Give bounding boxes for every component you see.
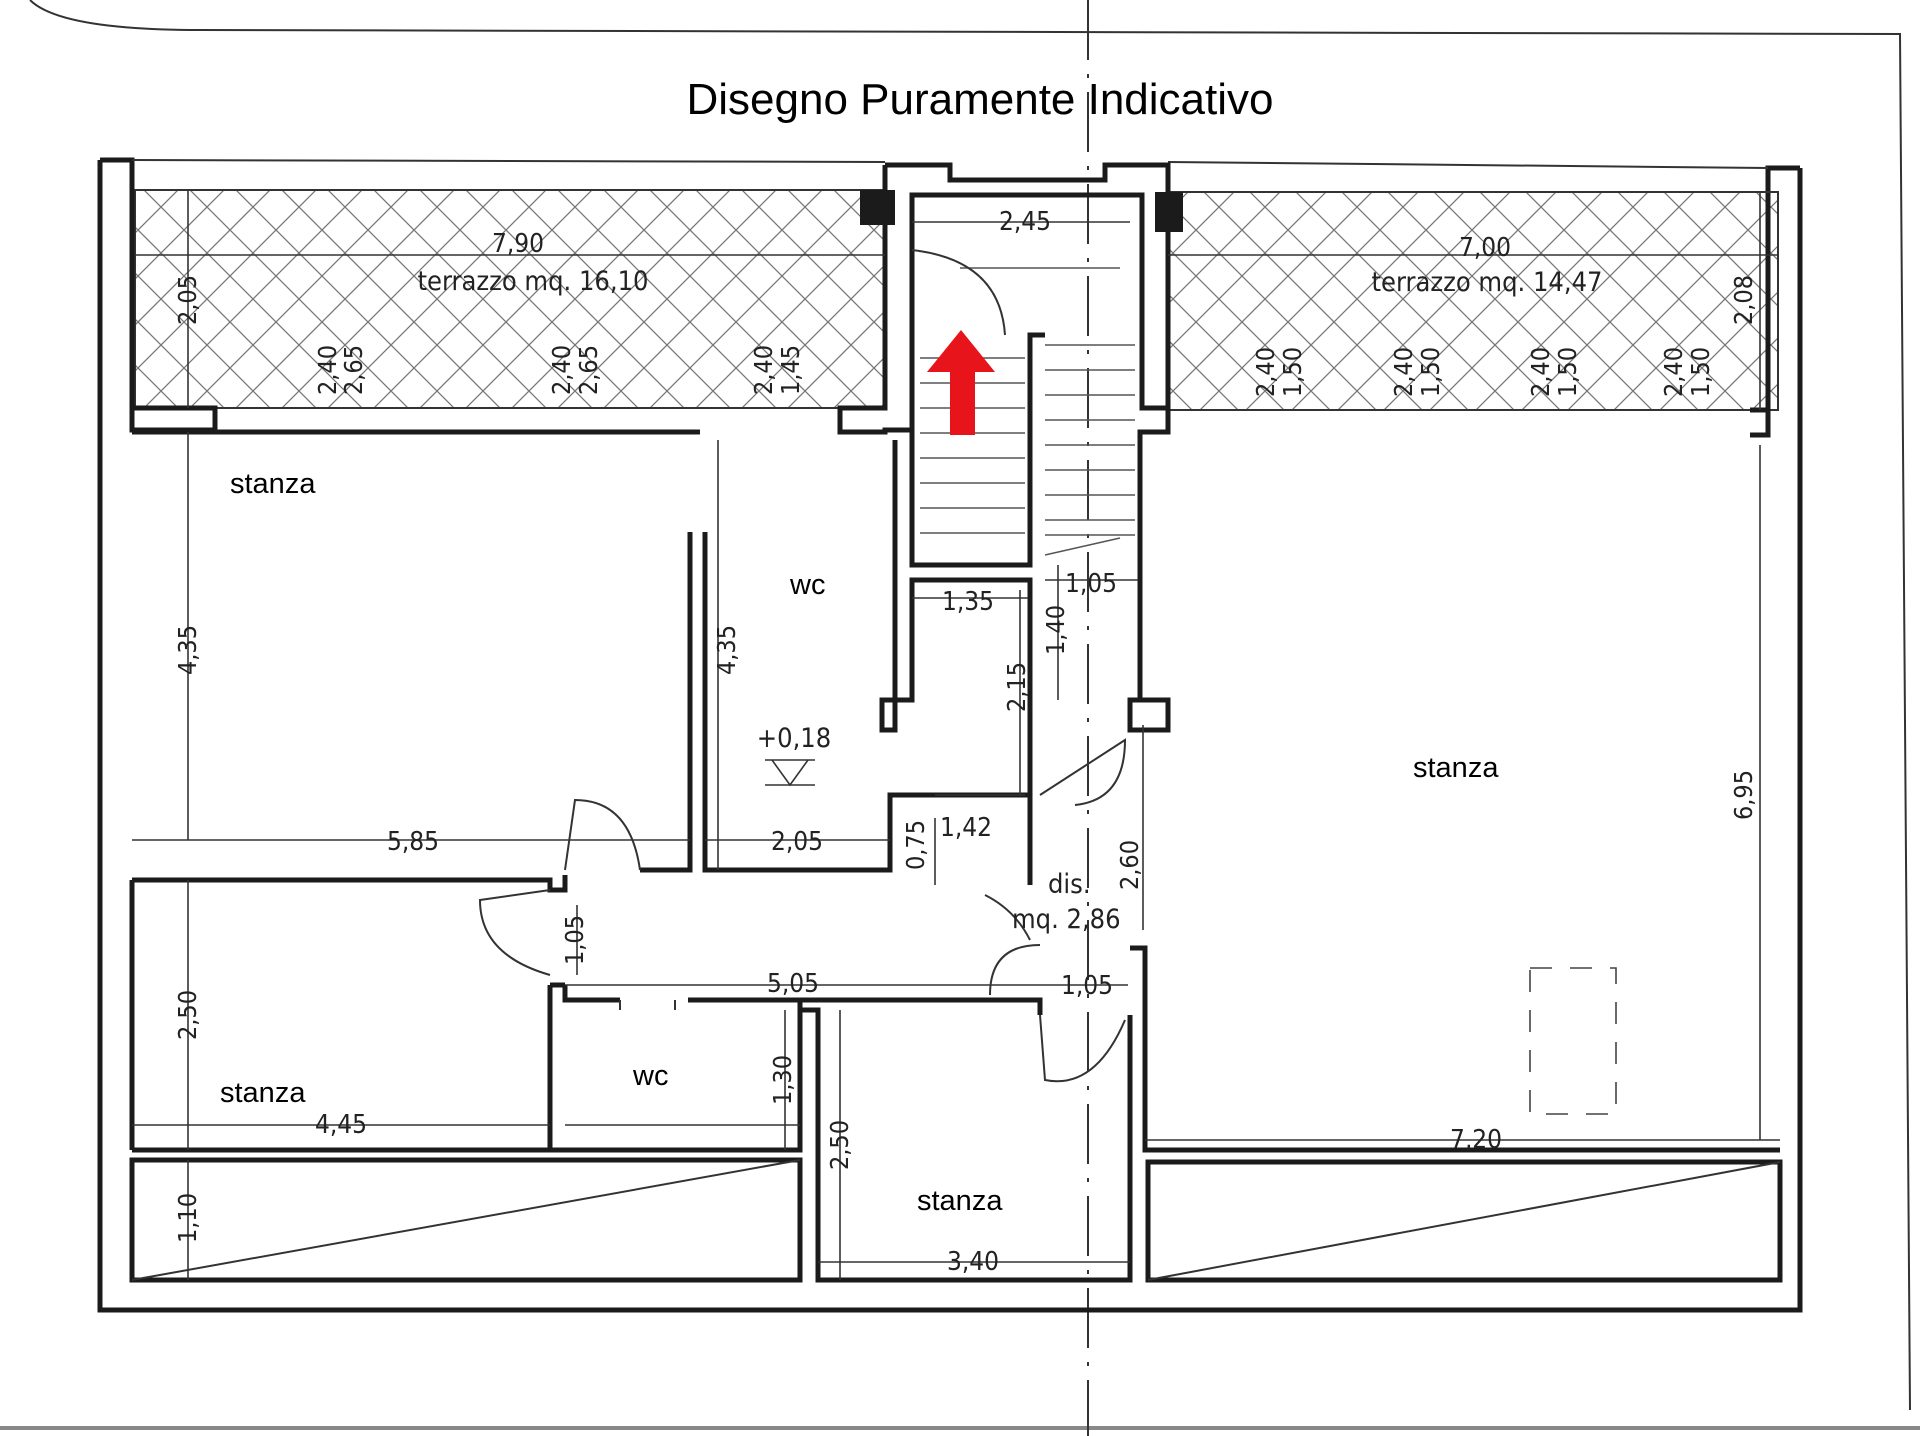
dim-1-10: 1,10 [173,1193,202,1243]
dim-6-95: 6,95 [1729,770,1758,820]
terrace-right-depth: 2,08 [1729,275,1758,325]
room-label-stanza-top-left: stanza [230,468,316,500]
dim-3-40: 3,40 [947,1247,999,1277]
terrace-right-height-3: 2,40 [1389,347,1418,397]
dim-1-35: 1,35 [942,587,994,617]
room-label-stanza-right: stanza [1413,752,1499,784]
walls [97,157,1803,1313]
room-label-wc-center: wc [789,569,825,601]
level-mark-icon [765,759,815,787]
terrace-right-height-1: 2,40 [1251,347,1280,397]
stair-width: 2,45 [999,207,1051,237]
terrace-right-height-4: 1,50 [1416,347,1445,397]
dim-1-05-top: 1,05 [1065,569,1117,599]
dim-2-50-center: 2,50 [825,1120,854,1170]
terrace-right-height-5: 2,40 [1526,347,1555,397]
dim-4-45: 4,45 [315,1110,367,1140]
terrace-left [134,189,886,409]
room-label-wc-bottom: wc [632,1060,668,1092]
dim-2-15: 2,15 [1002,662,1031,712]
dim-1-42: 1,42 [940,813,992,843]
terrace-left-height-6: 1,45 [776,345,805,395]
dim-2-50-left: 2,50 [173,990,202,1040]
terrace-right-height-6: 1,50 [1553,347,1582,397]
terrace-right-width: 7,00 [1459,233,1511,263]
dim-5-85: 5,85 [387,827,439,857]
terrace-left-label: terrazzo mq. 16,10 [418,266,649,297]
dim-5-05: 5,05 [767,969,819,999]
dim-2-05: 2,05 [771,827,823,857]
terrace-left-height-5: 2,40 [749,345,778,395]
door-arcs [478,249,1127,1083]
terrace-right-height-7: 2,40 [1659,347,1688,397]
dim-1-40: 1,40 [1041,605,1070,655]
disimpegno-area: mq. 2,86 [1012,904,1121,935]
level-mark: +0,18 [757,723,831,754]
dim-4-35-left: 4,35 [173,625,202,675]
terrace-left-height-1: 2,40 [313,345,342,395]
plan-title: Disegno Puramente Indicativo [687,75,1274,124]
room-label-stanza-bottom-center: stanza [917,1185,1003,1217]
stair-direction-arrow-icon [927,330,995,435]
dimension-lines [132,190,1780,1280]
terrace-left-width: 7,90 [492,229,544,259]
terrace-left-height-3: 2,40 [547,345,576,395]
terrace-right-height-8: 1,50 [1686,347,1715,397]
room-label-stanza-bottom-left: stanza [220,1077,306,1109]
terrace-left-depth: 2,05 [173,275,202,325]
terrace-right-height-2: 1,50 [1278,347,1307,397]
dim-0-75: 0,75 [901,820,930,870]
dim-1-05-door: 1,05 [560,915,589,965]
dim-7-20: 7,20 [1450,1125,1502,1155]
dim-2-60: 2,60 [1115,840,1144,890]
terrace-left-height-4: 2,65 [574,345,603,395]
dim-4-35-wc: 4,35 [712,625,741,675]
disimpegno-label: dis. [1048,869,1091,900]
dim-1-30: 1,30 [768,1055,797,1105]
terrace-left-height-2: 2,65 [339,345,368,395]
dim-1-05-right: 1,05 [1061,971,1113,1001]
terrace-right-label: terrazzo mq. 14,47 [1372,267,1603,298]
